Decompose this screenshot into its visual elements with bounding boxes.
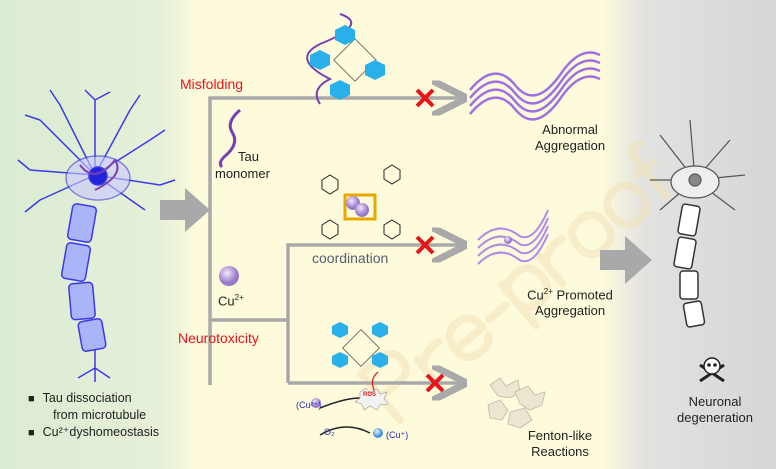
neuron-degenerated — [650, 119, 746, 328]
label-o2: O₂ — [324, 427, 335, 437]
cu-text: Cu — [218, 293, 235, 309]
promoted: Promoted — [556, 287, 613, 303]
line1: Neuronal — [688, 394, 742, 409]
fibril-aggregate-cu — [477, 209, 549, 265]
line2: Aggregation — [534, 303, 606, 319]
label-coordination: coordination — [312, 250, 389, 266]
line1: Abnormal — [542, 122, 598, 137]
bullet-1-cont: from microtubule — [53, 408, 147, 422]
tau-strand — [218, 108, 241, 169]
line1: Fenton-like — [527, 428, 593, 443]
cu-sup: 2+ — [234, 293, 244, 302]
bullet-1: Tau dissociation — [28, 390, 132, 407]
big-arrow-left — [160, 188, 210, 232]
line2: degeneration — [677, 410, 753, 425]
ros-burst — [354, 387, 389, 411]
label-misfolding: Misfolding — [180, 76, 244, 92]
big-arrow-right — [600, 236, 652, 284]
pathway-lines — [208, 98, 460, 385]
fibril-aggregate-abnormal — [469, 51, 601, 121]
label-tau: Tau — [238, 149, 259, 164]
skull-crossbones-icon — [699, 357, 725, 383]
molecule-chelator-ros — [311, 322, 389, 438]
copper-ion — [219, 266, 239, 286]
label-cu2-paren: (Cu²⁺) — [296, 400, 322, 410]
line1: Cu2+ Promoted — [527, 287, 613, 303]
block-x-icon — [415, 88, 445, 393]
ros-aggregates — [487, 377, 546, 429]
label-cu1-paren: (Cu⁺) — [386, 430, 409, 440]
label-cu2: Cu2+ — [218, 290, 244, 309]
molecule-chelator-cu — [321, 164, 401, 240]
label-ros: ROS — [363, 392, 377, 398]
cu-sup: 2+ — [543, 287, 553, 296]
line2: Reactions — [531, 444, 589, 459]
molecule-chelator-blue — [306, 13, 385, 105]
label-neurotoxicity: Neurotoxicity — [178, 330, 259, 346]
bullet-2: Cu²⁺dyshomeostasis — [28, 424, 159, 441]
line2: Aggregation — [534, 138, 606, 153]
label-monomer: monomer — [215, 166, 270, 181]
neuron-healthy — [17, 89, 176, 382]
